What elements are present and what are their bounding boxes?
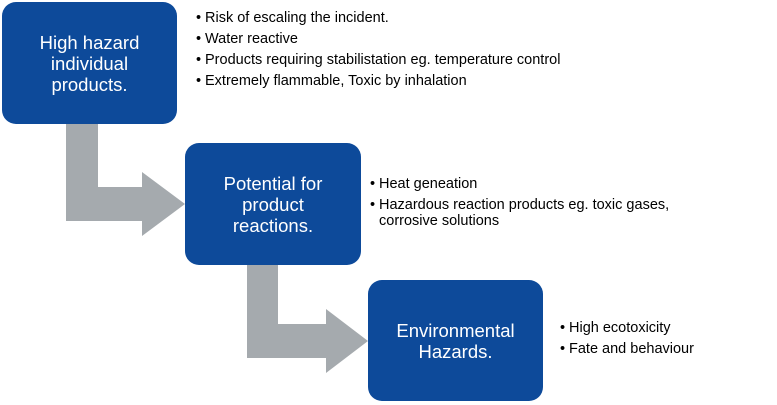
step-title-line: reactions.: [232, 214, 314, 236]
bullet-list-step-2: Heat geneation Hazardous reaction produc…: [370, 176, 710, 234]
step-title: Environmental Hazards.: [396, 320, 514, 362]
bullet-item: Hazardous reaction products eg. toxic ga…: [370, 197, 710, 229]
bullet-list-step-3: High ecotoxicity Fate and behaviour: [560, 320, 770, 362]
step-box-product-reactions: Potential for product reactions.: [185, 143, 361, 265]
step-title: Potential for product reactions.: [224, 173, 323, 236]
elbow-arrow-2: [247, 265, 368, 373]
bullet-item: Fate and behaviour: [560, 341, 770, 357]
step-box-environmental-hazards: Environmental Hazards.: [368, 280, 543, 401]
step-title-line: products.: [51, 73, 128, 95]
bullet-item: Risk of escaling the incident.: [196, 10, 606, 26]
bullet-item: Water reactive: [196, 31, 606, 47]
step-title-line: Environmental: [396, 319, 515, 341]
bullet-list-step-1: Risk of escaling the incident. Water rea…: [196, 10, 606, 94]
elbow-arrow-1: [66, 124, 185, 236]
step-title-line: individual: [50, 52, 129, 74]
step-title-line: product: [242, 193, 304, 215]
step-title-line: Hazards.: [418, 340, 493, 362]
step-title: High hazard individual products.: [40, 32, 140, 95]
step-box-high-hazard-products: High hazard individual products.: [2, 2, 177, 124]
bullet-item: High ecotoxicity: [560, 320, 770, 336]
bullet-item: Products requiring stabilistation eg. te…: [196, 52, 606, 68]
bullet-item: Extremely flammable, Toxic by inhalation: [196, 73, 606, 89]
bullet-item: Heat geneation: [370, 176, 710, 192]
step-title-line: Potential for: [223, 172, 323, 194]
step-title-line: High hazard: [39, 31, 140, 53]
